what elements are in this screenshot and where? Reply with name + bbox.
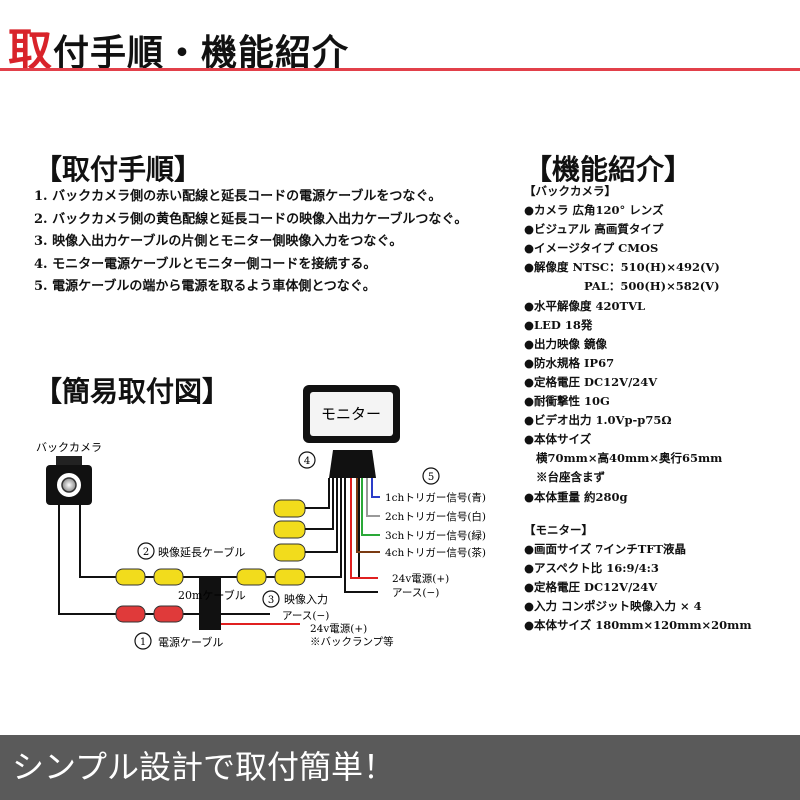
trigger-1-label: 1chトリガー信号(青) <box>385 491 486 504</box>
camera-spec-heading: 【バックカメラ】 <box>524 184 616 198</box>
camera-label: バックカメラ <box>36 441 102 454</box>
video-connector <box>274 568 306 586</box>
camera-spec-item: ●防水規格 IP67 <box>524 355 615 370</box>
monitor-spec-item: ●アスペクト比 16:9/4:3 <box>524 560 659 575</box>
camera-video-wire <box>79 505 116 578</box>
power-connector <box>115 605 146 623</box>
monitor-spec-item: ●定格電圧 DC12V/24V <box>524 579 658 594</box>
monitor-wire <box>305 478 334 530</box>
header-divider <box>0 68 800 71</box>
video-input-label: 映像入力 <box>284 593 328 606</box>
camera-spec-item: ●定格電圧 DC12V/24V <box>524 374 658 389</box>
monitor-wire <box>305 478 330 509</box>
features-section-title: 【機能紹介】 <box>524 153 693 186</box>
video-input-connector <box>273 543 306 562</box>
video-extension-cable-label: 映像延長ケーブル <box>158 545 245 559</box>
trigger-wire-green <box>361 478 380 536</box>
trigger-wire-white <box>366 478 380 517</box>
camera-spec-item: ●LED 18発 <box>524 317 593 332</box>
install-steps-list: 1. バックカメラ側の赤い配線と延長コードの電源ケーブルをつなぐ。 2. バック… <box>34 186 467 299</box>
cable-junction-block <box>199 576 221 630</box>
camera-spec-item: PAL：500(H)×582(V) <box>584 279 720 294</box>
power-connector <box>153 605 184 623</box>
camera-spec-item: ●本体サイズ <box>524 432 592 447</box>
camera-spec-item: ●耐衝撃性 10G <box>524 394 610 409</box>
page-title-rest: 付手順・機能紹介 <box>53 32 350 74</box>
step-number-3: 3 <box>262 590 280 608</box>
wiring-diagram: バックカメラ モニター 1 <box>36 385 486 650</box>
monitor-spec-item: ●本体サイズ 180mm×120mm×20mm <box>524 618 752 633</box>
camera-spec-item: ●本体重量 約280g <box>524 489 628 504</box>
features-spec-list: 【バックカメラ】 ●カメラ 広角120° レンズ ●ビジュアル 高画質タイプ ●… <box>524 182 752 635</box>
camera-spec-item: ●ビジュアル 高画質タイプ <box>524 222 664 237</box>
camera-spec-item: ●ビデオ出力 1.0Vp-p75Ω <box>524 413 672 428</box>
install-step: 1. バックカメラ側の赤い配線と延長コードの電源ケーブルをつなぐ。 <box>34 189 442 204</box>
footer-banner: シンプル設計で取付簡単！ <box>0 735 800 800</box>
camera-power-wire <box>58 505 116 615</box>
earth-wire <box>344 478 378 593</box>
monitor-power-label: 24v電源(+) <box>392 572 449 585</box>
step-number-1: 1 <box>134 632 152 650</box>
video-input-connector <box>273 520 306 539</box>
monitor-spec-item: ●画面サイズ 7インチTFT液晶 <box>524 541 686 556</box>
svg-text:4: 4 <box>304 456 310 467</box>
monitor-wire <box>305 478 342 578</box>
step-number-2: 2 <box>137 542 155 560</box>
page-title: 取付手順・機能紹介 <box>8 14 349 78</box>
camera-spec-item: ●カメラ 広角120° レンズ <box>524 203 664 218</box>
trigger-4-label: 4chトリガー信号(茶) <box>385 546 486 559</box>
svg-text:2: 2 <box>143 547 149 558</box>
monitor-spec-heading: 【モニター】 <box>524 522 593 537</box>
install-section-title: 【取付手順】 <box>34 153 203 186</box>
power-wire-red <box>350 478 378 579</box>
camera-spec-item: ●水平解像度 420TVL <box>524 298 646 313</box>
diagram-section-title: 【簡易取付図】 <box>34 375 231 408</box>
monitor-screen <box>310 392 393 436</box>
earth-label: アース(−) <box>282 610 329 622</box>
power-cable-label: 電源ケーブル <box>158 635 223 649</box>
monitor-connector-hub <box>329 450 376 478</box>
power-24v-label: 24v電源(+) <box>310 622 367 635</box>
page-title-first-char: 取 <box>8 25 53 76</box>
camera-spec-item: ●解像度 NTSC：510(H)×492(V) <box>524 260 720 275</box>
trigger-wire-blue <box>371 478 380 498</box>
install-step: 4. モニター電源ケーブルとモニター側コードを接続する。 <box>34 256 377 272</box>
trigger-2-label: 2chトリガー信号(白) <box>385 510 486 523</box>
trigger-wire-brown <box>356 478 380 553</box>
install-step: 2. バックカメラ側の黄色配線と延長コードの映像入出力ケーブルつなぐ。 <box>34 211 468 227</box>
camera-spec-item: ●イメージタイプ CMOS <box>524 241 659 256</box>
camera-spec-item: ●出力映像 鏡像 <box>524 336 608 351</box>
video-connector <box>236 568 267 586</box>
video-input-connector <box>273 499 306 518</box>
back-lamp-note: ※バックランプ等 <box>310 635 394 648</box>
svg-text:5: 5 <box>428 472 434 483</box>
monitor-earth-label: アース(−) <box>392 587 439 599</box>
svg-text:3: 3 <box>268 595 274 606</box>
camera-spec-item: ※台座含まず <box>536 470 605 485</box>
back-camera-icon <box>46 456 92 505</box>
step-number-5: 5 <box>422 467 440 485</box>
camera-spec-item: 横70mm×高40mm×奥行65mm <box>536 451 723 466</box>
install-step: 5. 電源ケーブルの端から電源を取るよう車体側とつなぐ。 <box>34 279 376 294</box>
trigger-3-label: 3chトリガー信号(緑) <box>385 529 486 542</box>
step-number-4: 4 <box>298 451 316 469</box>
monitor-spec-item: ●入力 コンポジット映像入力 × 4 <box>524 598 702 613</box>
video-connector <box>115 568 146 586</box>
monitor-label: モニター <box>321 405 381 423</box>
monitor-wire <box>305 478 338 553</box>
install-step: 3. 映像入出力ケーブルの片側とモニター側映像入力をつなぐ。 <box>34 234 403 249</box>
video-connector <box>153 568 184 586</box>
spec-spacer <box>524 507 752 521</box>
cable-length-label: 20mケーブル <box>178 588 246 602</box>
svg-text:1: 1 <box>140 637 146 648</box>
